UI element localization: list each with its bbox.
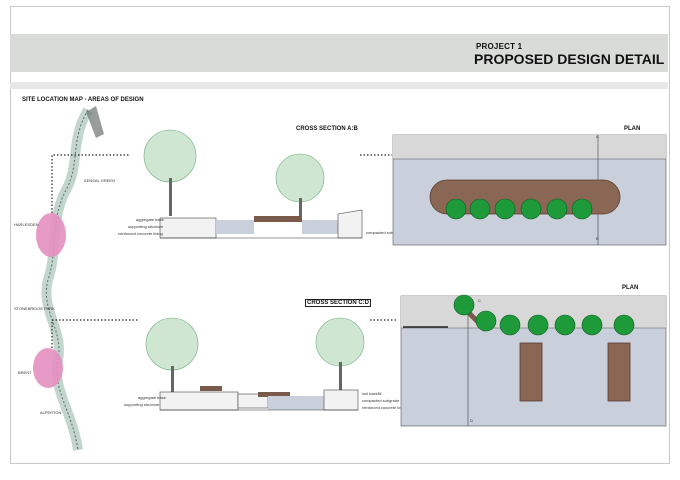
tree: [494, 198, 516, 220]
place-stonebridge-park: STONEBRIDGE PARK: [14, 306, 55, 311]
plan-top-title: PLAN: [624, 126, 641, 132]
map-block: [86, 106, 104, 138]
tree-trunk: [171, 366, 174, 394]
tree: [581, 314, 603, 336]
plan-top-trees: [445, 198, 593, 220]
tree: [475, 310, 497, 332]
page-title: PROPOSED DESIGN DETAIL: [474, 51, 665, 67]
floating-deck: [258, 392, 290, 397]
plan-bottom-trees: [453, 294, 635, 336]
section-cd-title: CROSS SECTION C:D: [305, 299, 372, 307]
note: supporting structure: [128, 224, 164, 229]
note: supporting structure: [124, 402, 160, 407]
floating-deck: [254, 216, 302, 222]
tree: [520, 198, 542, 220]
water: [216, 220, 254, 234]
water: [302, 220, 338, 234]
plan-bottom-piers: [519, 342, 631, 402]
mark-c: C: [478, 298, 481, 303]
plan-bank: [393, 135, 666, 159]
brent-area: [33, 348, 63, 388]
header-band: [10, 34, 668, 72]
tree: [554, 314, 576, 336]
place-alperton: ALPERTON: [40, 410, 62, 415]
place-kensal-green: KENSAL GREEN: [84, 178, 115, 183]
tree: [527, 314, 549, 336]
tree: [546, 198, 568, 220]
project-label: PROJECT 1: [476, 42, 523, 51]
tree-trunk: [339, 362, 342, 394]
pier: [519, 342, 543, 402]
tree-trunk: [169, 178, 172, 216]
bench: [200, 386, 222, 391]
mark-a: A: [596, 134, 599, 139]
note: aggregate base: [136, 217, 164, 222]
note: reinforced concrete lining: [362, 405, 407, 410]
note: compacted subgrade: [366, 230, 404, 235]
note: soil backfill: [362, 391, 382, 396]
plan-bottom-title: PLAN: [622, 285, 639, 291]
pier: [607, 342, 631, 402]
tree: [453, 294, 475, 316]
leader-ab: [51, 154, 130, 213]
note: compacted subgrade: [362, 398, 400, 403]
tree-trunk: [299, 198, 302, 216]
leader-cd: [51, 319, 138, 348]
water: [268, 396, 324, 410]
harlesden-area: [36, 213, 66, 257]
tree: [613, 314, 635, 336]
site-map-title: SITE LOCATION MAP - AREAS OF DESIGN: [22, 97, 144, 103]
tree: [499, 314, 521, 336]
section-ab-title: CROSS SECTION A:B: [296, 126, 358, 132]
place-harlesden: HARLESDEN: [14, 222, 39, 227]
tree: [469, 198, 491, 220]
place-brent: BRENT: [18, 370, 32, 375]
tree: [571, 198, 593, 220]
canal-corridor: [41, 107, 93, 451]
mark-d: D: [470, 418, 473, 423]
tree: [445, 198, 467, 220]
header-rule: [10, 82, 668, 89]
mark-b: B: [596, 236, 599, 241]
note: aggregate base: [138, 395, 166, 400]
note: reinforced concrete lining: [118, 231, 163, 236]
